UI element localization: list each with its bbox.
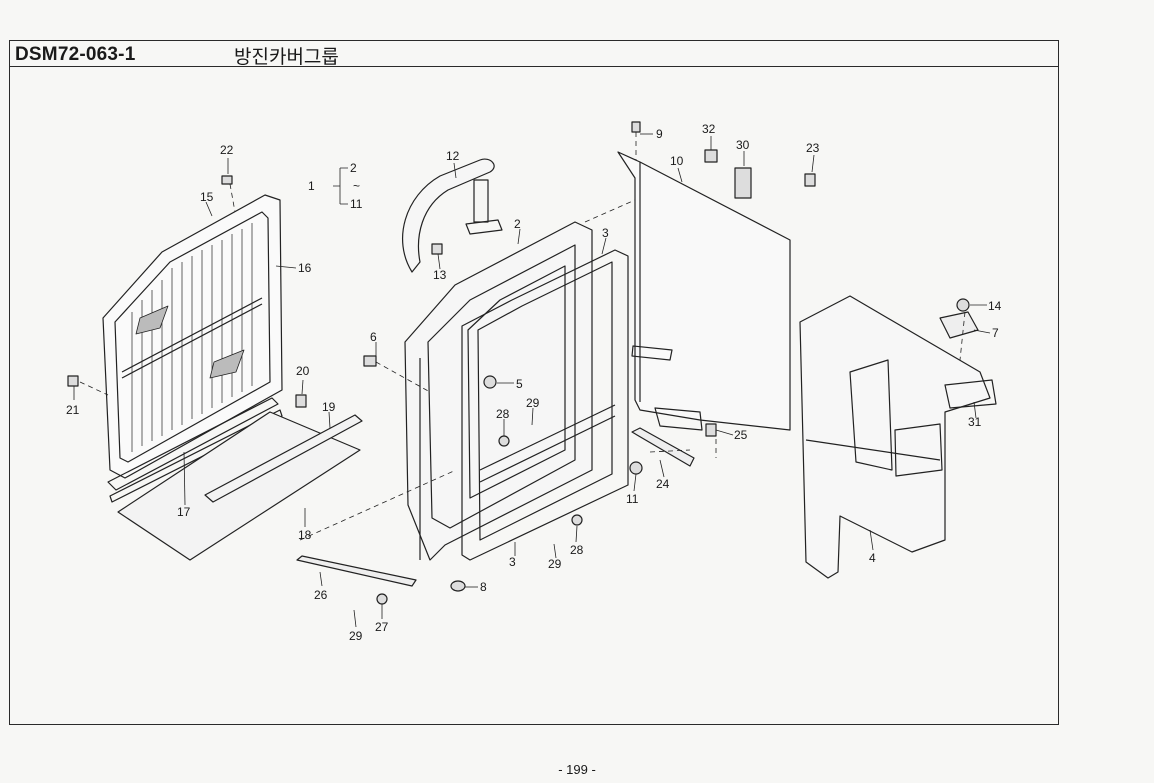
- callout-2b: 2: [514, 217, 521, 231]
- callout-17: 17: [177, 505, 191, 519]
- callout-25: 25: [734, 428, 748, 442]
- callout-7: 7: [992, 326, 999, 340]
- callout-1: 1: [308, 179, 315, 193]
- callout-2: 2: [350, 161, 357, 175]
- callout-11b: 11: [626, 492, 639, 506]
- callout-13: 13: [433, 268, 447, 282]
- part-group-code: DSM72-063-1: [15, 44, 136, 65]
- rear-panel-part: [617, 151, 791, 431]
- side-cover-part: [799, 295, 991, 579]
- callout-21: 21: [66, 403, 80, 417]
- callout-15: 15: [200, 190, 214, 204]
- assembly-guide-lines: [79, 132, 966, 541]
- callout-5: 5: [516, 377, 523, 391]
- callout-27: 27: [375, 620, 389, 634]
- diagram-frame: DSM72-063-1 방진카버그룹: [9, 40, 1059, 725]
- callout-14: 14: [988, 299, 1002, 313]
- callout-4: 4: [869, 551, 876, 565]
- radiator-screen-part: [102, 194, 283, 503]
- callout-20: 20: [296, 364, 310, 378]
- callout-tilde: ~: [353, 179, 360, 193]
- rear-frame-part: [461, 249, 629, 561]
- callout-30: 30: [736, 138, 750, 152]
- callout-24: 24: [656, 477, 670, 491]
- callout-18: 18: [298, 528, 312, 542]
- callout-leaders: [73, 133, 991, 628]
- callout-22: 22: [220, 143, 234, 157]
- callout-28b: 28: [570, 543, 584, 557]
- support-bar-part: [631, 427, 695, 467]
- callout-3: 3: [602, 226, 609, 240]
- callout-29: 29: [526, 396, 540, 410]
- callout-10: 10: [670, 154, 684, 168]
- callout-29b: 29: [548, 557, 562, 571]
- bracket-part: [939, 311, 979, 339]
- mounting-bracket-part: [944, 379, 997, 409]
- callout-26: 26: [314, 588, 328, 602]
- callout-23: 23: [806, 141, 820, 155]
- callout-32: 32: [702, 122, 716, 136]
- callout-8: 8: [480, 580, 487, 594]
- callout-31: 31: [968, 415, 982, 429]
- callout-19: 19: [322, 400, 336, 414]
- callout-11: 11: [350, 197, 363, 211]
- seal-strip-part: [204, 414, 363, 503]
- title-bar: DSM72-063-1 방진카버그룹: [10, 41, 1058, 68]
- callout-28: 28: [496, 407, 510, 421]
- callout-12: 12: [446, 149, 460, 163]
- lower-support-bar-part: [296, 555, 417, 587]
- callout-labels: 1 2 ~ 11 22 15 16 21 20 19 17 18 12 13 6…: [66, 122, 1002, 643]
- callout-3b: 3: [509, 555, 516, 569]
- part-group-title: 방진카버그룹: [234, 46, 339, 68]
- handle-part: [401, 158, 503, 273]
- page-number: - 199 -: [558, 762, 596, 777]
- fasteners: [67, 121, 970, 605]
- callout-29c: 29: [349, 629, 363, 643]
- callout-6: 6: [370, 330, 377, 344]
- callout-16: 16: [298, 261, 312, 275]
- front-cover-frame-part: [404, 221, 593, 561]
- callout-9: 9: [656, 127, 663, 141]
